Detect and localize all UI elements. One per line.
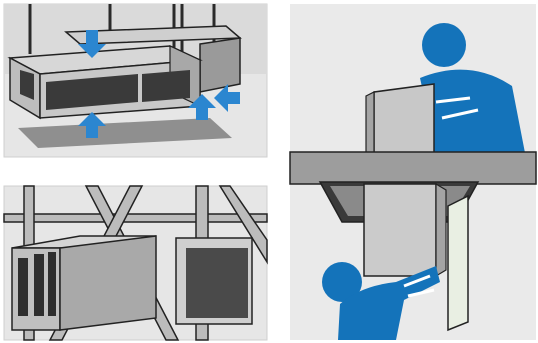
panel-frame-suspension (4, 186, 267, 340)
vent-opening-2 (34, 254, 44, 316)
lifted-unit-lower (364, 184, 436, 276)
lifted-unit-upper-side (366, 92, 374, 158)
panel-duct-unit-mounting (4, 4, 267, 157)
vent-opening-1 (18, 258, 28, 316)
upper-installer-head (422, 23, 466, 67)
vent-opening-3 (48, 252, 56, 316)
ceiling-slab (290, 152, 536, 184)
duct-opening-right-2 (142, 70, 190, 102)
lifted-unit-upper (374, 84, 434, 158)
suspended-unit-side (60, 236, 156, 330)
panel-ceiling-installation (290, 4, 536, 340)
access-panel (448, 196, 468, 330)
rear-box-opening (186, 248, 248, 318)
lifted-unit-lower-side (436, 184, 446, 276)
rear-unit-side (200, 38, 240, 92)
